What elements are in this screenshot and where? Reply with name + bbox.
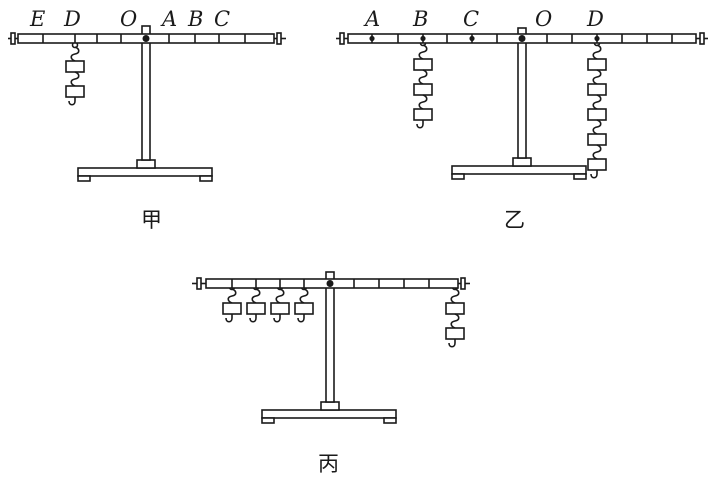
stand-foot-right xyxy=(199,175,213,182)
hook-link xyxy=(70,46,80,62)
hook-weight xyxy=(65,60,85,73)
stand-pole xyxy=(325,271,335,403)
hook-link xyxy=(592,94,602,110)
marked-point-B xyxy=(420,35,426,42)
hanging-weights-left-2 xyxy=(246,283,266,323)
hook-weight xyxy=(413,108,433,121)
stand-pole xyxy=(141,25,151,161)
label-O: O xyxy=(120,7,137,31)
hook-weight xyxy=(587,83,607,96)
hook-weight xyxy=(246,302,266,315)
label-A: A xyxy=(160,7,177,31)
balance-nut-left-body xyxy=(196,277,202,290)
hook-weight xyxy=(65,85,85,98)
bottom-hook xyxy=(225,314,233,323)
label-C: C xyxy=(463,7,479,31)
figure-caption-bing: 丙 xyxy=(318,452,339,476)
hook-link xyxy=(275,288,285,304)
hook-weight xyxy=(445,327,465,340)
hook-weight xyxy=(270,302,290,315)
stand-collar xyxy=(320,401,340,411)
label-O: O xyxy=(535,7,552,31)
hanging-weights-left-1 xyxy=(222,283,242,323)
hook-link xyxy=(592,69,602,85)
balance-nut-right-body xyxy=(460,277,466,290)
hook-link xyxy=(418,69,428,85)
stand-base xyxy=(451,165,587,175)
hook-link xyxy=(418,94,428,110)
hook-link xyxy=(450,288,460,304)
hook-weight xyxy=(222,302,242,315)
stand-base xyxy=(77,167,213,177)
pivot-point xyxy=(142,35,150,42)
marked-point-C xyxy=(469,35,475,42)
stand-collar xyxy=(512,157,532,167)
label-E: E xyxy=(29,7,45,31)
stand-foot-left xyxy=(261,417,275,424)
lever-apparatus-bing: 丙 xyxy=(192,271,470,476)
hanging-weights-left-3 xyxy=(270,283,290,323)
bottom-hook xyxy=(416,120,424,129)
label-A: A xyxy=(363,7,380,31)
balance-nut-left-body xyxy=(339,32,345,45)
stand-base xyxy=(261,409,397,419)
hook-weight xyxy=(587,58,607,71)
figure-caption-jia: 甲 xyxy=(141,208,162,232)
hook-link xyxy=(450,313,460,329)
label-C: C xyxy=(214,7,230,31)
bottom-hook xyxy=(590,170,598,179)
hanging-weights-B xyxy=(413,39,433,129)
stand-pole xyxy=(517,27,527,159)
hook-weight xyxy=(413,58,433,71)
stand-foot-left xyxy=(77,175,91,182)
lever-ticks xyxy=(42,34,246,43)
label-D: D xyxy=(63,7,81,31)
hook-link xyxy=(418,44,428,60)
hook-weight xyxy=(413,83,433,96)
hook-link xyxy=(299,288,309,304)
bottom-hook xyxy=(448,339,456,348)
hook-weight xyxy=(587,158,607,171)
hook-link xyxy=(227,288,237,304)
hook-link xyxy=(70,71,80,87)
stand-collar xyxy=(136,159,156,169)
figure-caption-yi: 乙 xyxy=(504,208,525,232)
hook-link xyxy=(592,119,602,135)
hook-weight xyxy=(587,108,607,121)
hanging-weights-right-end xyxy=(445,283,465,348)
hanging-weights-left-4 xyxy=(294,283,314,323)
hook-weight xyxy=(294,302,314,315)
stand-foot-left xyxy=(451,173,465,180)
label-B: B xyxy=(187,7,203,31)
bottom-hook xyxy=(68,97,76,106)
stand-foot-right xyxy=(383,417,397,424)
hanging-weights-D xyxy=(587,39,607,179)
lever-apparatus-jia: E D O A B C 甲 xyxy=(8,7,286,232)
balance-nut-left-body xyxy=(10,32,16,45)
balance-nut-right-body xyxy=(276,32,282,45)
hook-weight xyxy=(587,133,607,146)
bottom-hook xyxy=(249,314,257,323)
lever-apparatus-yi: A B C O D 乙 xyxy=(336,7,708,232)
pivot-point xyxy=(518,35,526,42)
lever-ticks xyxy=(231,279,430,288)
pivot-point xyxy=(326,280,334,287)
label-B: B xyxy=(412,7,428,31)
hook-weight xyxy=(445,302,465,315)
stand-foot-right xyxy=(573,173,587,180)
marked-point-A xyxy=(369,35,375,42)
hook-link xyxy=(592,44,602,60)
marked-point-D xyxy=(594,35,600,42)
balance-nut-right-body xyxy=(699,32,705,45)
bottom-hook xyxy=(297,314,305,323)
hook-link xyxy=(251,288,261,304)
bottom-hook xyxy=(273,314,281,323)
label-D: D xyxy=(586,7,604,31)
hanging-weights-D xyxy=(65,41,85,106)
hook-link xyxy=(592,144,602,160)
